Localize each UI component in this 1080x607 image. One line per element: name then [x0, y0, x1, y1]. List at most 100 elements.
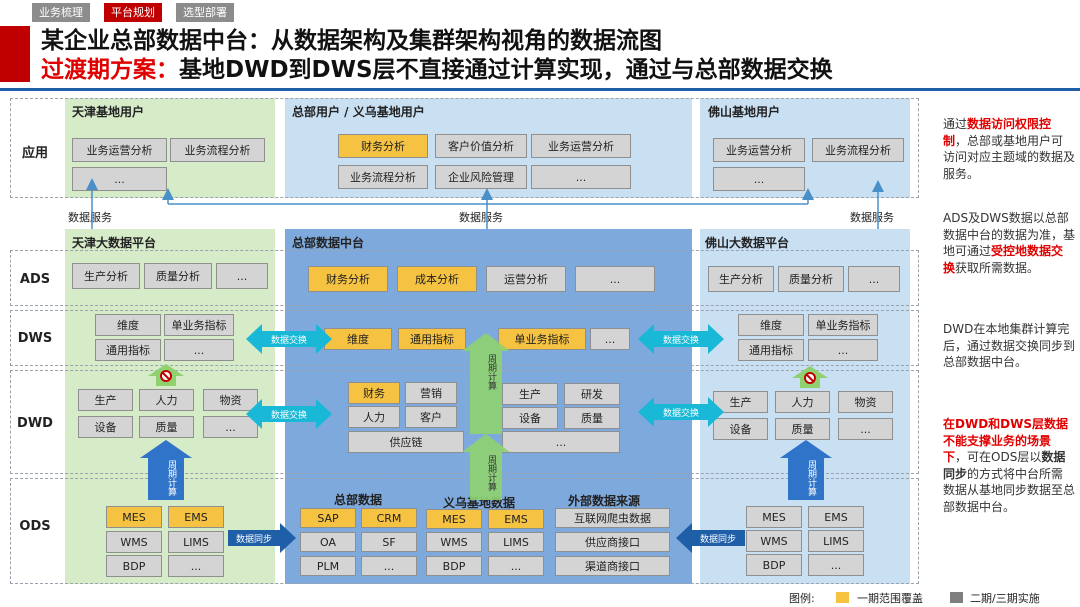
tianjin-dwd-item: 设备: [78, 416, 133, 438]
row-ads: [10, 250, 919, 306]
tianjin-ods-phase1: EMS: [168, 506, 224, 528]
hq-dws-phase1: 通用指标: [398, 328, 466, 350]
tianjin-dwd-item: 人力: [139, 389, 194, 411]
tianjin-dws-item: ...: [164, 339, 234, 361]
note-ods-sync: 在DWD和DWS层数据不能支撑业务的场景下，可在ODS层以数据同步的方式将中台所…: [943, 417, 1076, 514]
yiwu-ods-item: ...: [488, 556, 544, 576]
tianjin-ads-item: ...: [216, 263, 268, 289]
foshan-dwd-item: 生产: [713, 391, 768, 413]
connector-lines: [86, 178, 884, 553]
hq-ods-phase1: SAP: [300, 508, 356, 528]
foshan-calc-arrow: [780, 440, 832, 500]
tianjin-ads-item: 生产分析: [72, 263, 140, 289]
foshan-ads-item: 生产分析: [708, 266, 774, 292]
foshan-app-item: ...: [713, 167, 805, 191]
tianjin-dws-exchange-arrow: [246, 324, 332, 354]
external-ods-title: 外部数据来源: [568, 494, 641, 508]
hq-ods-title: 总部数据: [334, 493, 383, 507]
tianjin-ods-item: LIMS: [168, 531, 224, 553]
tianjin-dwd-item: 质量: [139, 416, 194, 438]
title-accent-bar: [0, 26, 30, 82]
foshan-sync-arrow: [676, 523, 745, 553]
hq-ads-item: ...: [575, 266, 655, 292]
data-service-label: 数据服务: [850, 211, 894, 224]
note-access-control: 通过数据访问权限控制，总部或基地用户可访问对应主题域的数据及服务。: [943, 117, 1076, 181]
row-label-ads: ADS: [19, 272, 51, 287]
tianjin-ods-item: BDP: [106, 555, 162, 577]
hq-ods-phase1: CRM: [361, 508, 417, 528]
foshan-dws-exchange-arrow: [638, 324, 724, 354]
header-divider: [0, 88, 1080, 91]
yiwu-ods-phase1: MES: [426, 509, 482, 529]
tianjin-ods-item: ...: [168, 555, 224, 577]
tianjin-dwd-exchange-arrow: [246, 399, 332, 429]
foshan-ods-item: LIMS: [808, 530, 864, 552]
foshan-dws-item: ...: [808, 339, 878, 361]
hq-dwd-item: 研发: [564, 383, 620, 405]
tianjin-dws-item: 维度: [95, 314, 161, 336]
tianjin-sync-arrow: [228, 523, 296, 553]
tianjin-dws-item: 单业务指标: [164, 314, 234, 336]
hq-ods-item: SF: [361, 532, 417, 552]
hq-dws-phase1: 单业务指标: [498, 328, 586, 350]
foshan-ods-item: BDP: [746, 554, 802, 576]
hq-dwd-item: 客户: [405, 406, 457, 428]
data-service-label: 数据服务: [68, 211, 112, 224]
hq-app-phase1: 财务分析: [338, 134, 428, 158]
hq-app-item: 客户价值分析: [435, 134, 527, 158]
tab-business[interactable]: 业务梳理: [32, 3, 90, 22]
page-subtitle: 过渡期方案：基地DWD到DWS层不直接通过计算实现，通过与总部数据交换: [41, 57, 833, 83]
legend-phase1: 一期范围覆盖: [857, 592, 923, 605]
foshan-ads-item: 质量分析: [778, 266, 844, 292]
note-ads-dws: ADS及DWS数据以总部数据中台的数据为准，基地可通过受控地数据交换获取所需数据…: [943, 211, 1076, 275]
foshan-dwd-item: 质量: [775, 418, 830, 440]
hq-platform-title: 总部数据中台: [292, 236, 365, 250]
hq-ads-item: 运营分析: [486, 266, 566, 292]
hq-dwd-item: 营销: [405, 382, 457, 404]
tab-platform[interactable]: 平台规划: [104, 3, 162, 22]
tianjin-dwd-item: 生产: [78, 389, 133, 411]
foshan-platform-title: 佛山大数据平台: [705, 236, 790, 250]
hq-dwd-item: 质量: [564, 407, 620, 429]
legend-swatch-phase1: [836, 592, 849, 603]
row-app: [10, 98, 919, 198]
calc-label: 周期计算: [486, 354, 496, 390]
row-label-dwd: DWD: [17, 416, 53, 431]
calc-label: 周期计算: [166, 460, 176, 496]
legend-label: 图例:: [789, 592, 815, 605]
calc-label: 周期计算: [806, 460, 816, 496]
foshan-dwd-item: 设备: [713, 418, 768, 440]
foshan-dws-item: 维度: [738, 314, 804, 336]
foshan-dwd-item: 物资: [838, 391, 893, 413]
tianjin-calc-arrow: [140, 440, 192, 500]
hq-dws-calc-arrow: [462, 333, 510, 434]
exchange-label: 数据交换: [662, 336, 699, 346]
tianjin-ods-phase1: MES: [106, 506, 162, 528]
yiwu-ods-item: LIMS: [488, 532, 544, 552]
yiwu-ods-item: BDP: [426, 556, 482, 576]
tianjin-app-item: 业务流程分析: [170, 138, 265, 162]
hq-dwd-calc-arrow: [462, 434, 510, 500]
hq-dwd-phase1: 财务: [348, 382, 400, 404]
foshan-ods-item: WMS: [746, 530, 802, 552]
sync-label: 数据同步: [235, 535, 272, 545]
tianjin-ads-item: 质量分析: [144, 263, 212, 289]
hq-ods-item: PLM: [300, 556, 356, 576]
hq-app-item: ...: [531, 165, 631, 189]
tianjin-dwd-item: 物资: [203, 389, 258, 411]
hq-ads-phase1: 财务分析: [308, 266, 388, 292]
hq-ads-phase1: 成本分析: [397, 266, 477, 292]
hq-app-item: 业务流程分析: [338, 165, 428, 189]
hq-dwd-item: 设备: [502, 407, 558, 429]
row-label-app: 应用: [21, 146, 48, 161]
hq-ods-item: ...: [361, 556, 417, 576]
row-dws: [10, 310, 919, 366]
row-label-ods: ODS: [19, 519, 51, 534]
foshan-app-title: 佛山基地用户: [708, 105, 781, 119]
tab-deploy[interactable]: 选型部署: [176, 3, 234, 22]
foshan-dwd-item: 人力: [775, 391, 830, 413]
tianjin-app-title: 天津基地用户: [72, 105, 145, 119]
yiwu-ods-phase1: EMS: [488, 509, 544, 529]
exchange-label: 数据交换: [662, 409, 699, 419]
hq-dwd-item: ...: [502, 431, 620, 453]
